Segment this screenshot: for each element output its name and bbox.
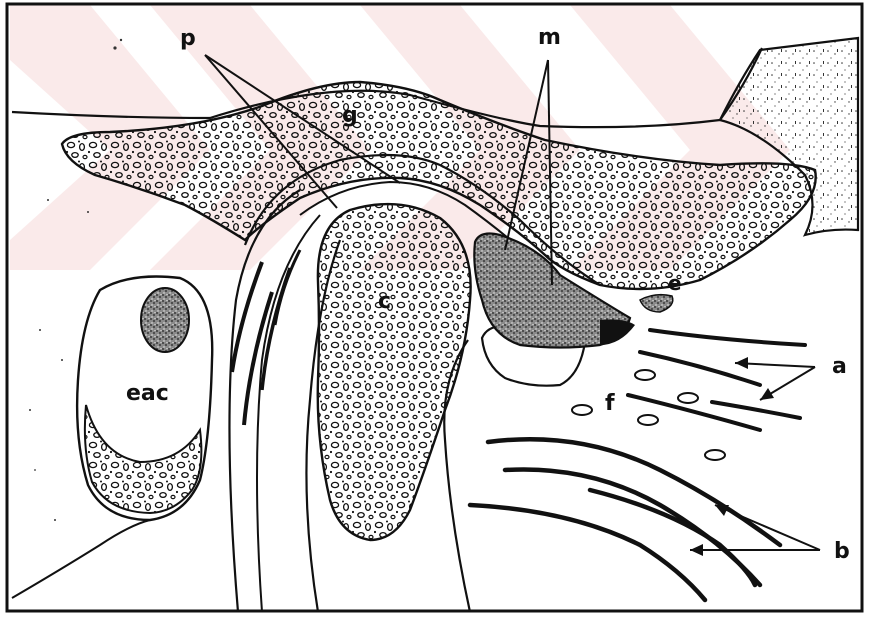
label-g: g [342, 103, 358, 128]
condyle [318, 204, 471, 540]
label-p: p [180, 26, 196, 51]
ear-canal-lumen [141, 288, 189, 352]
arrowheads [690, 357, 774, 556]
eminence-lip [640, 295, 673, 312]
label-eac: eac [126, 381, 169, 406]
label-b: b [834, 539, 850, 564]
label-a: a [832, 354, 847, 379]
label-c: c [378, 289, 391, 314]
label-m: m [538, 25, 561, 50]
ear-lower-contour [12, 520, 150, 598]
retrodiscal-line-1 [232, 262, 262, 372]
label-f: f [605, 391, 615, 416]
fiber-group-b [470, 439, 780, 600]
fiber-group-a [628, 330, 805, 430]
label-e: e [668, 271, 682, 295]
muscle-tip [600, 320, 635, 345]
